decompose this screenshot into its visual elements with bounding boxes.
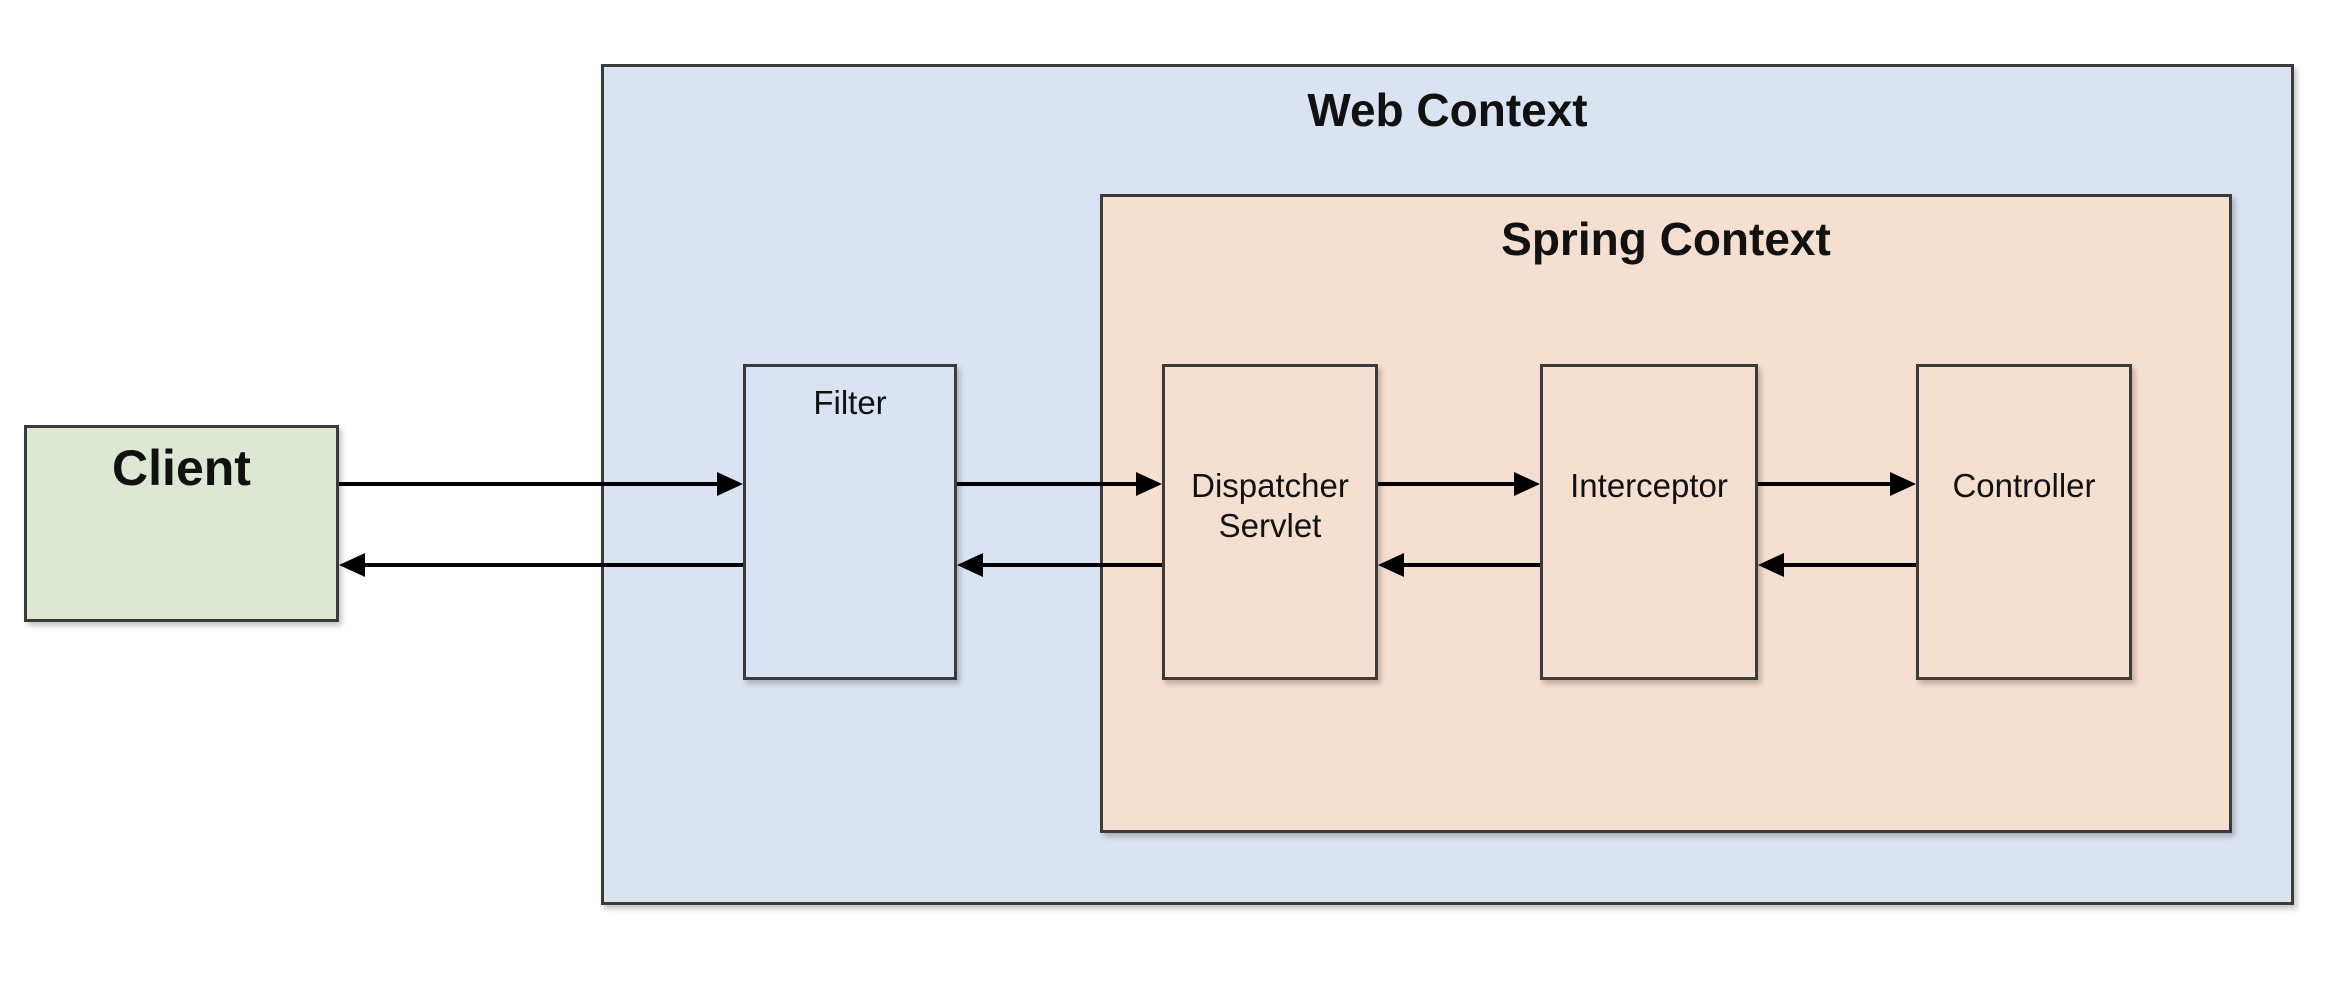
filter-label: Filter [813, 384, 887, 421]
client-node: Client [24, 425, 339, 622]
arrow-filter-to-client [339, 553, 743, 577]
arrow-dispatcher-servlet-to-filter [957, 553, 1162, 577]
arrow-interceptor-to-dispatcher-servlet [1378, 553, 1540, 577]
arrow-controller-to-interceptor [1758, 553, 1916, 577]
dispatcher-servlet-label: Dispatcher Servlet [1191, 467, 1349, 544]
arrow-filter-to-dispatcher-servlet [957, 472, 1162, 496]
web-context-title: Web Context [1307, 84, 1588, 136]
dispatcher-servlet-node: Dispatcher Servlet [1162, 364, 1378, 680]
client-label: Client [112, 440, 251, 496]
controller-node: Controller [1916, 364, 2132, 680]
arrow-dispatcher-servlet-to-interceptor [1378, 472, 1540, 496]
interceptor-label: Interceptor [1570, 467, 1728, 504]
controller-label: Controller [1952, 467, 2096, 504]
interceptor-node: Interceptor [1540, 364, 1758, 680]
arrow-interceptor-to-controller [1758, 472, 1916, 496]
arrow-client-to-filter [339, 472, 743, 496]
filter-node: Filter [743, 364, 957, 680]
spring-context-title: Spring Context [1501, 213, 1831, 265]
